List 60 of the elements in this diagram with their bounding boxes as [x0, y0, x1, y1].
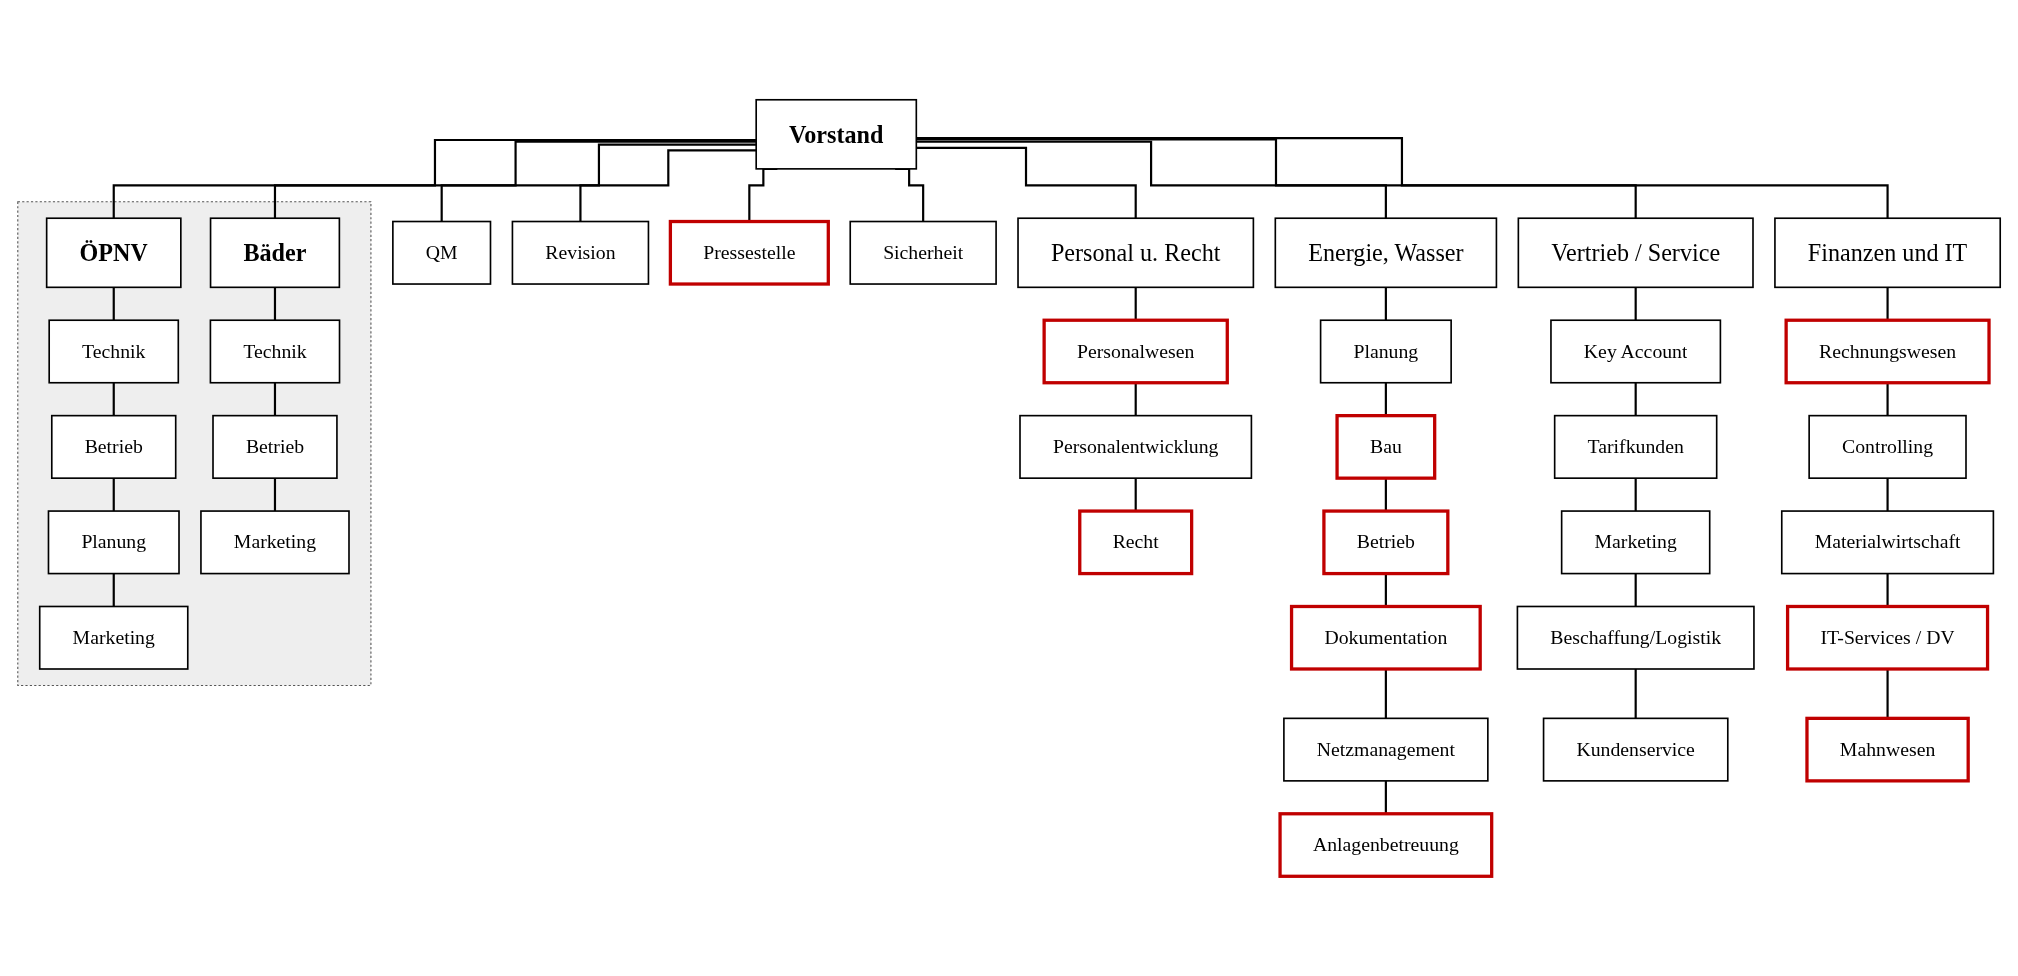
node-box: Recht	[1078, 509, 1194, 576]
connector	[916, 146, 1137, 220]
node-box: Planung	[1319, 319, 1452, 384]
node-box: Rechnungswesen	[1784, 318, 1991, 385]
node-box: Technik	[48, 319, 180, 384]
node-box: Energie, Wasser	[1274, 217, 1498, 289]
connector	[1634, 381, 1637, 417]
node-box: Controlling	[1808, 414, 1967, 479]
connector	[112, 477, 115, 513]
node-box: Finanzen und IT	[1774, 217, 2002, 289]
connector	[1384, 286, 1387, 322]
connector	[273, 140, 757, 220]
cluster	[17, 201, 372, 686]
node-box: ÖPNV	[45, 217, 182, 289]
connector	[112, 381, 115, 417]
node-box: Beschaffung/Logistik	[1516, 605, 1755, 670]
node-box: Bäder	[209, 217, 341, 289]
connector	[916, 137, 1889, 220]
node-box: Anlagenbetreuung	[1278, 812, 1494, 878]
connector	[916, 140, 1387, 220]
node-box: Betrieb	[1322, 509, 1450, 576]
node-box: QM	[392, 220, 492, 285]
node-box: Vorstand	[755, 98, 918, 170]
node-box: Betrieb	[50, 414, 177, 479]
connector	[112, 572, 115, 608]
node-box: Kundenservice	[1542, 717, 1729, 782]
node-box: Materialwirtschaft	[1780, 510, 1995, 575]
node-box: Personalentwicklung	[1019, 414, 1253, 479]
node-box: Dokumentation	[1289, 604, 1482, 671]
node-box: Marketing	[200, 510, 350, 575]
connector	[916, 138, 1637, 220]
node-box: Vertrieb / Service	[1517, 217, 1754, 289]
node-box: Planung	[47, 510, 180, 575]
connector	[1634, 477, 1637, 513]
node-box: Key Account	[1550, 319, 1722, 384]
connector	[1886, 477, 1889, 513]
node-box: Pressestelle	[668, 219, 830, 286]
connector	[273, 286, 277, 322]
connector	[579, 149, 757, 223]
connector	[273, 381, 277, 417]
node-box: Personalwesen	[1042, 318, 1229, 385]
connector	[1634, 667, 1637, 720]
connector	[112, 286, 115, 322]
node-box: Mahnwesen	[1805, 716, 1970, 783]
node-box: Betrieb	[212, 414, 338, 479]
connector	[1634, 572, 1637, 608]
node-box: Marketing	[38, 605, 189, 670]
node-box: Personal u. Recht	[1017, 217, 1255, 289]
node-box: Netzmanagement	[1283, 717, 1489, 782]
connector	[440, 143, 757, 223]
node-box: Sicherheit	[849, 220, 997, 285]
connector	[112, 138, 757, 220]
node-box: Tarifkunden	[1553, 414, 1718, 479]
node-box: Bau	[1335, 413, 1437, 480]
connector	[273, 477, 277, 513]
node-box: Technik	[209, 319, 341, 384]
node-box: Revision	[511, 220, 650, 285]
connector	[1634, 286, 1637, 322]
node-box: Marketing	[1560, 510, 1711, 575]
node-box: IT-Services / DV	[1785, 604, 1990, 671]
